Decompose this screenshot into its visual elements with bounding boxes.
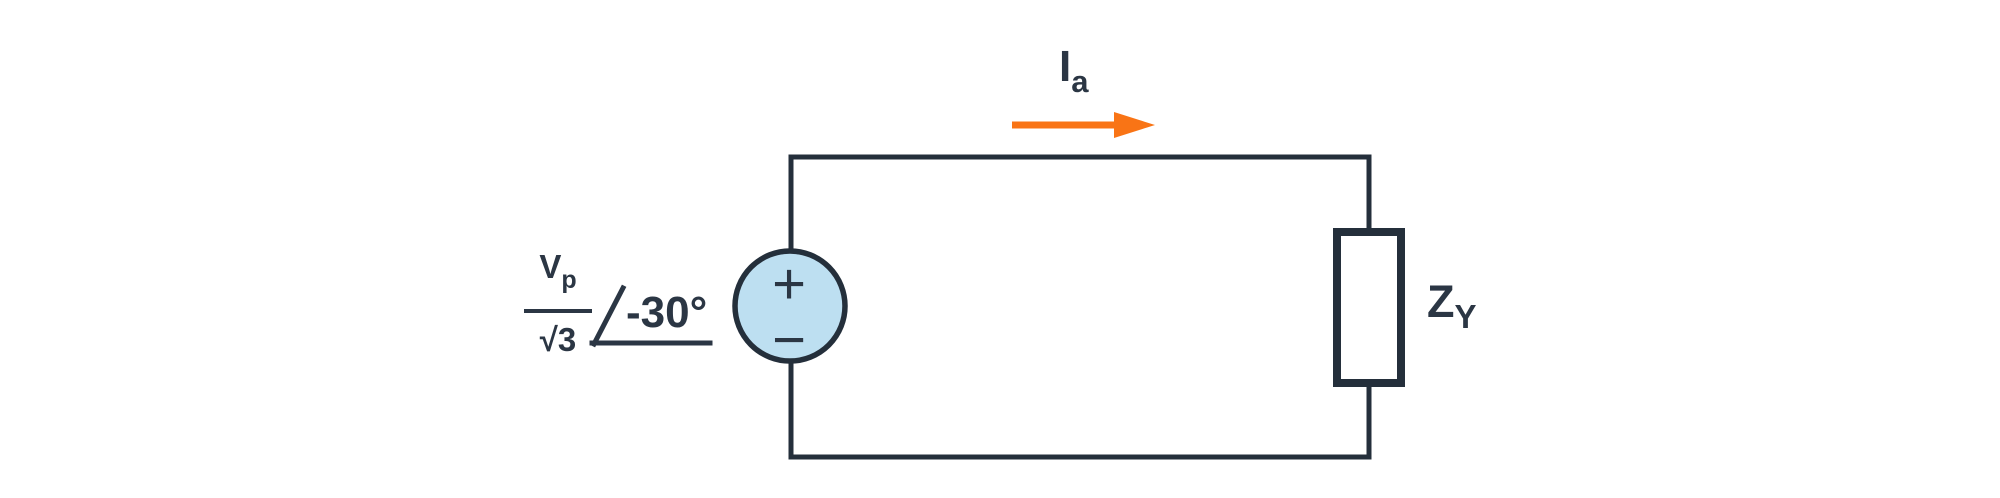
- minus-sign: −: [772, 308, 806, 373]
- circuit-loop-wire: [788, 154, 1372, 460]
- impedance-label: ZY: [1427, 276, 1477, 333]
- impedance-label-base: Z: [1427, 276, 1455, 327]
- source-numerator: Vp: [524, 248, 592, 293]
- plus-sign: +: [772, 252, 806, 317]
- source-denominator: √3: [539, 321, 577, 358]
- source-magnitude-label: Vp √3: [524, 246, 592, 364]
- current-label-base: I: [1059, 42, 1072, 91]
- current-label-subscript: a: [1071, 64, 1089, 99]
- source-numerator-base: V: [539, 248, 562, 285]
- voltage-source-circle: [732, 248, 848, 364]
- source-numerator-subscript: p: [561, 266, 577, 294]
- source-angle-label: -30°: [626, 288, 708, 337]
- impedance-box: [1333, 228, 1405, 387]
- current-arrow-head: [1114, 112, 1155, 138]
- angle-symbol-slash: [590, 284, 627, 348]
- impedance-label-subscript: Y: [1454, 298, 1477, 335]
- fraction-bar: [524, 309, 592, 313]
- current-label: Ia: [1059, 42, 1088, 98]
